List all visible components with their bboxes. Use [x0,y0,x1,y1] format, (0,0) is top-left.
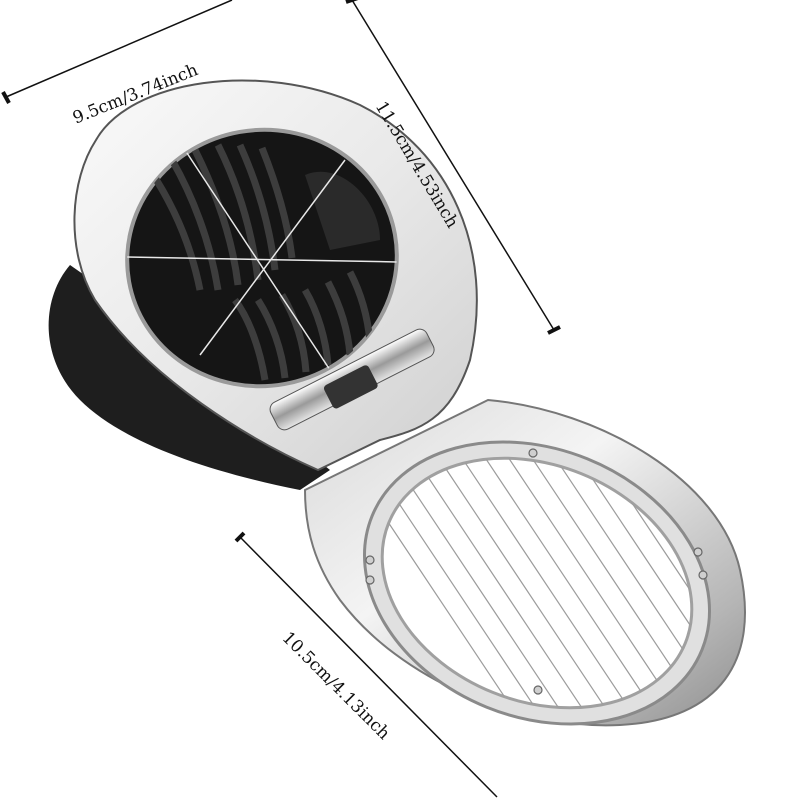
rivets [365,448,708,695]
hinge [269,328,435,431]
frame-window [380,456,694,710]
dimension-line-frame [234,531,498,798]
dimension-line-width [1,0,233,104]
plastic-ribs [124,143,401,381]
dimension-line-length [345,0,561,335]
